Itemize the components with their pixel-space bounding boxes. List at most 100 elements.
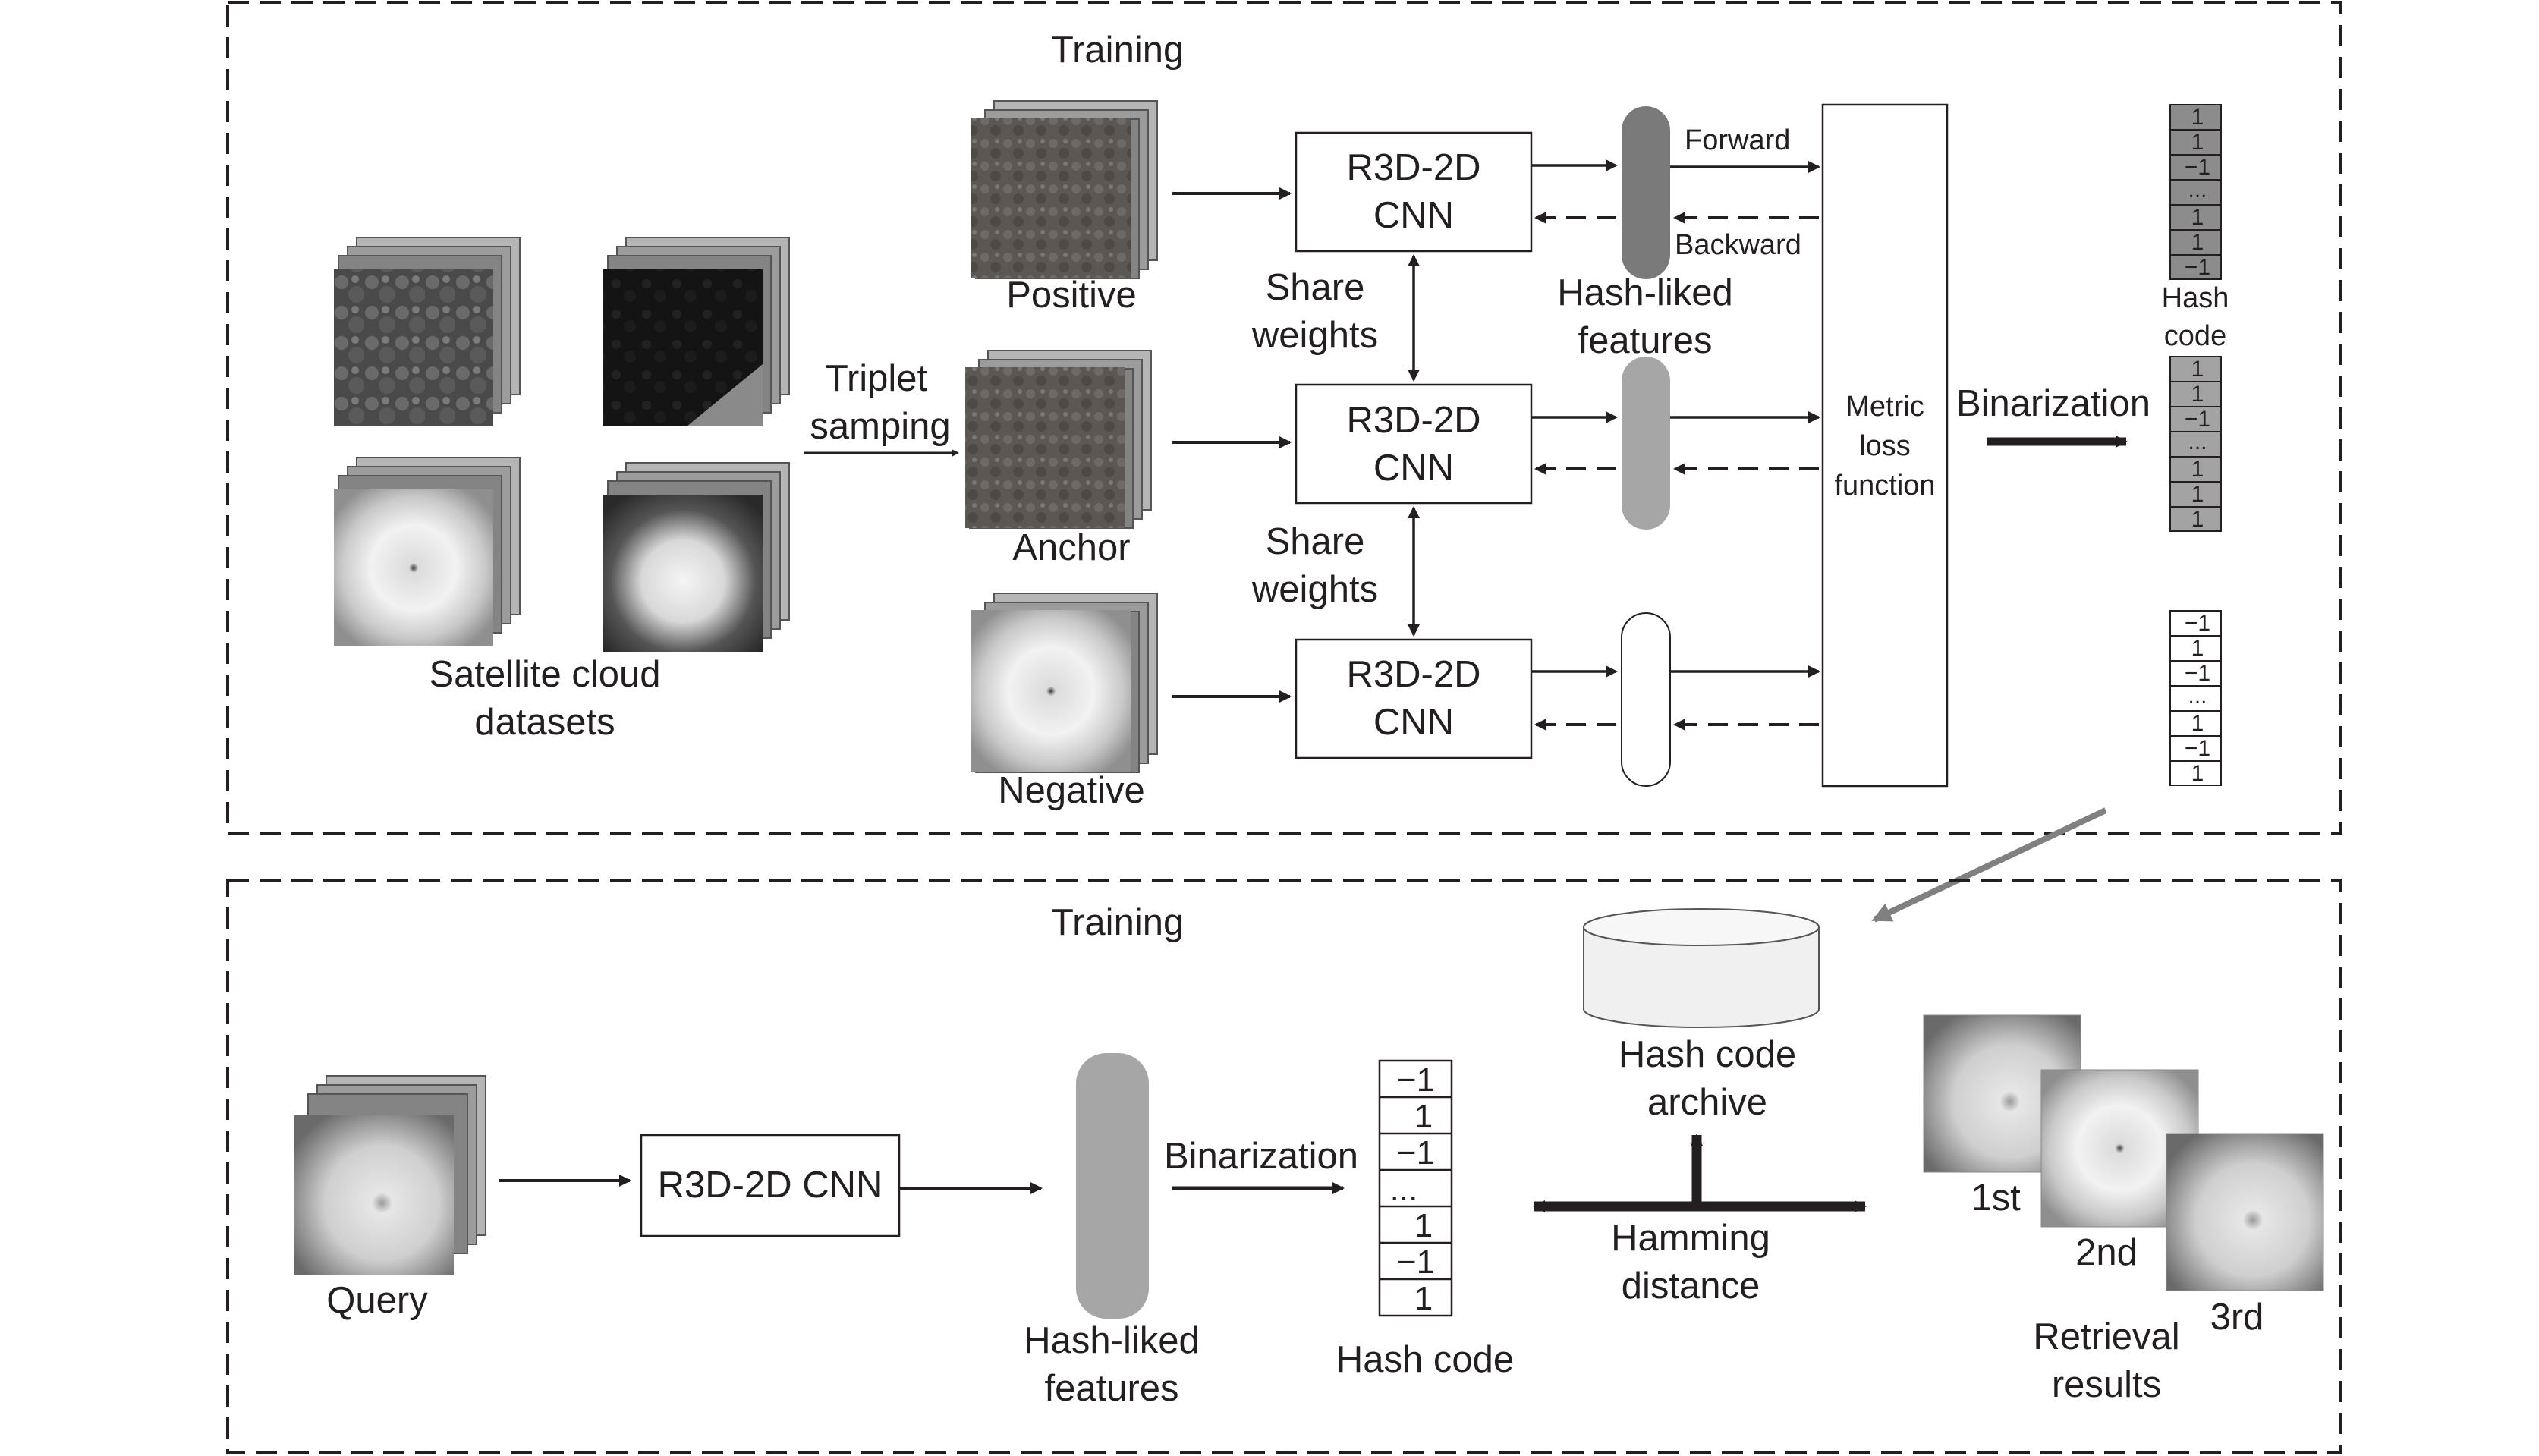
query-hash-code-column: −1 1 −1 ... 1 −1 1 — [1378, 1059, 1453, 1317]
query-label: Query — [326, 1280, 428, 1321]
hash-bit: 1 — [2191, 482, 2204, 507]
hash-bit: −1 — [2185, 155, 2210, 180]
rank-3-label: 3rd — [2210, 1297, 2264, 1338]
cnn-negative-label-line1: R3D-2D — [1347, 654, 1481, 695]
datasets-label-line1: Satellite cloud — [429, 654, 660, 695]
metric-loss-line1: Metric — [1845, 391, 1924, 423]
results-label-line1: Retrieval — [2033, 1316, 2179, 1357]
metric-loss-box — [1821, 103, 1949, 788]
metric-loss-line3: function — [1834, 470, 1935, 502]
feature-capsule-positive — [1622, 106, 1670, 279]
triplet-label-line2: samping — [810, 406, 950, 447]
hash-code-column-3: −1 1 −1 ... 1 −1 1 — [2169, 610, 2222, 786]
hash-bit: 1 — [1414, 1098, 1433, 1135]
cnn-box-anchor — [1295, 383, 1533, 505]
hash-code-label-line1: Hash — [2162, 282, 2229, 314]
share-weights-1-line1: Share — [1266, 267, 1365, 308]
cnn-anchor-label-line1: R3D-2D — [1347, 400, 1481, 441]
dataset-image-3 — [334, 457, 521, 646]
hash-code-column-2: 1 1 −1 ... 1 1 1 — [2169, 356, 2222, 532]
hash-bit: 1 — [2191, 105, 2204, 130]
hash-bit: 1 — [2191, 636, 2204, 661]
hash-code-label-line2: code — [2164, 320, 2226, 352]
hash-features-line2: features — [1578, 320, 1712, 361]
query-image — [294, 1075, 486, 1275]
hash-bit: 1 — [2191, 457, 2204, 482]
retrieval-features-line1: Hash-liked — [1024, 1320, 1199, 1361]
hash-code-column-1: 1 1 −1 ... 1 1 −1 — [2169, 104, 2222, 280]
rank-1-label: 1st — [1971, 1178, 2021, 1219]
hash-bit: 1 — [2191, 205, 2204, 230]
training-title: Training — [1051, 30, 1184, 71]
anchor-image — [965, 350, 1152, 529]
cnn-box-negative — [1295, 638, 1533, 759]
hash-code-archive-icon — [1583, 908, 1820, 1028]
feature-capsule-anchor — [1622, 357, 1670, 530]
hash-bit: −1 — [2185, 661, 2210, 686]
hash-bit: −1 — [2185, 736, 2210, 761]
to-archive-arrow — [1871, 807, 2107, 923]
binarization-label: Binarization — [1956, 383, 2150, 424]
retrieval-cnn-label: R3D-2D CNN — [658, 1165, 883, 1206]
metric-loss-line2: loss — [1859, 430, 1911, 462]
hash-bit: 1 — [2191, 230, 2204, 255]
archive-label-line1: Hash code — [1619, 1034, 1796, 1075]
retrieval-features-line2: features — [1044, 1368, 1178, 1409]
negative-label: Negative — [998, 770, 1144, 811]
hash-bit: 1 — [2191, 711, 2204, 736]
hash-bit: 1 — [1414, 1280, 1433, 1317]
retrieval-feature-capsule — [1076, 1053, 1149, 1319]
retrieval-hash-code-label: Hash code — [1336, 1339, 1514, 1380]
training-panel-border — [226, 1, 2342, 835]
hash-bit: 1 — [1414, 1207, 1433, 1244]
share-weights-2-line1: Share — [1266, 521, 1365, 562]
hash-bit: −1 — [2185, 255, 2210, 280]
hash-bit: 1 — [2191, 382, 2204, 407]
hash-bit: ... — [2188, 429, 2207, 454]
cnn-negative-label-line2: CNN — [1373, 702, 1454, 743]
negative-image — [971, 593, 1158, 773]
positive-image — [971, 100, 1158, 279]
hash-bit: ... — [2188, 684, 2207, 709]
dataset-image-4 — [603, 462, 790, 652]
hash-features-line1: Hash-liked — [1557, 272, 1732, 313]
hamming-label-line2: distance — [1622, 1266, 1760, 1307]
share-weights-1-line2: weights — [1251, 315, 1378, 356]
triplet-label-line1: Triplet — [826, 358, 928, 399]
cnn-positive-label-line1: R3D-2D — [1347, 147, 1481, 188]
hash-bit: −1 — [1397, 1134, 1435, 1171]
hash-bit: −1 — [2185, 611, 2210, 636]
retrieval-title: Training — [1051, 902, 1184, 943]
results-label-line2: results — [2052, 1364, 2161, 1405]
result-image-3 — [2166, 1133, 2324, 1291]
retrieval-binarization-label: Binarization — [1164, 1136, 1358, 1177]
share-weights-2-line2: weights — [1251, 569, 1378, 610]
backward-label: Backward — [1675, 229, 1801, 261]
rank-2-label: 2nd — [2075, 1232, 2138, 1273]
hash-bit: 1 — [2191, 761, 2204, 786]
retrieval-panel-border — [226, 879, 2342, 1454]
hash-bit: ... — [1390, 1171, 1418, 1208]
forward-label: Forward — [1685, 124, 1790, 156]
hash-bit: −1 — [1397, 1244, 1435, 1281]
hash-bit: 1 — [2191, 130, 2204, 155]
hamming-label-line1: Hamming — [1611, 1218, 1770, 1259]
anchor-label: Anchor — [1012, 527, 1130, 568]
cnn-box-positive — [1295, 131, 1533, 253]
cnn-anchor-label-line2: CNN — [1373, 448, 1454, 489]
dataset-image-1 — [334, 237, 521, 426]
hash-bit: 1 — [2191, 357, 2204, 382]
cnn-positive-label-line2: CNN — [1373, 195, 1454, 236]
datasets-label-line2: datasets — [474, 702, 615, 743]
archive-label-line2: archive — [1647, 1082, 1767, 1123]
retrieval-cnn-box — [640, 1134, 901, 1237]
hash-bit: −1 — [1397, 1061, 1435, 1099]
hash-bit: 1 — [2191, 507, 2204, 532]
hash-bit: −1 — [2185, 407, 2210, 432]
hash-bit: ... — [2188, 178, 2207, 203]
dataset-image-2 — [603, 237, 790, 426]
positive-label: Positive — [1006, 275, 1137, 316]
feature-capsule-negative — [1621, 612, 1671, 787]
